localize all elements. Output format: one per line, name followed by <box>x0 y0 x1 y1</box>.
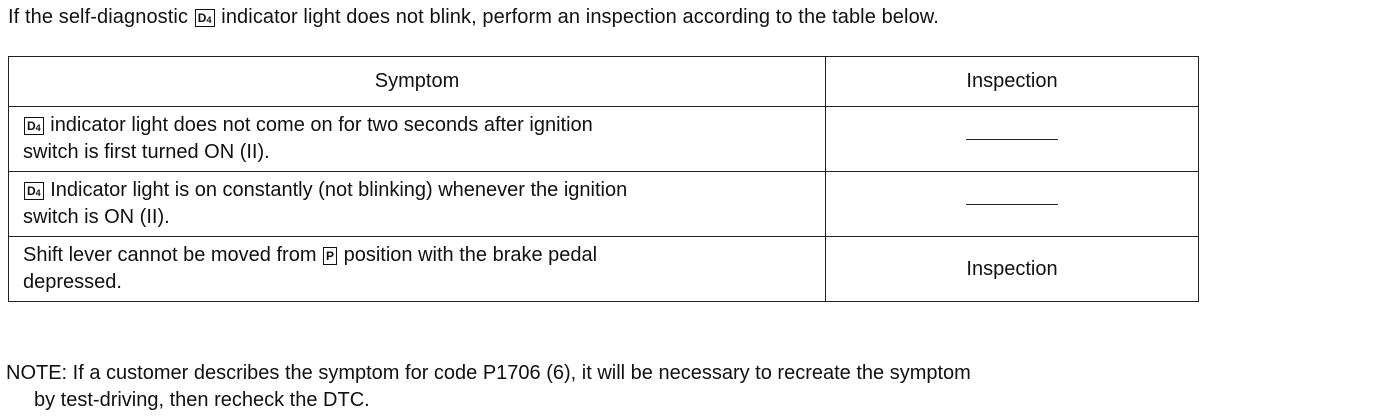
intro-text: If the self-diagnostic D4 indicator ligh… <box>8 6 939 29</box>
inspection-cell <box>825 171 1199 237</box>
d4-indicator-icon: D4 <box>24 182 44 200</box>
symptom-cell: D4 indicator light does not come on for … <box>8 106 826 172</box>
symptom-line1: indicator light does not come on for two… <box>44 114 593 136</box>
note-line1: NOTE: If a customer describes the sympto… <box>6 362 971 384</box>
symptom-line2: switch is first turned ON (II). <box>23 141 270 163</box>
empty-inspection-dash <box>966 138 1058 140</box>
empty-inspection-dash <box>966 203 1058 205</box>
park-position-icon: P <box>323 247 338 265</box>
inspection-cell <box>825 106 1199 172</box>
d4-indicator-icon: D4 <box>194 9 215 27</box>
symptom-line1: Indicator light is on constantly (not bl… <box>44 179 628 201</box>
symptom-cell: Shift lever cannot be moved from P posit… <box>8 236 826 302</box>
intro-after: indicator light does not blink, perform … <box>215 6 939 28</box>
symptom-header: Symptom <box>8 56 826 107</box>
symptom-cell: D4 Indicator light is on constantly (not… <box>8 171 826 237</box>
inspection-cell: Inspection <box>825 236 1199 302</box>
note-line2: by test-driving, then recheck the DTC. <box>34 389 370 411</box>
troubleshooting-table: Symptom Inspection D4 indicator light do… <box>8 56 1199 302</box>
symptom-line1: position with the brake pedal <box>338 244 598 266</box>
symptom-line2: depressed. <box>23 271 122 293</box>
table-row: D4 indicator light does not come on for … <box>8 106 1199 172</box>
note-text: NOTE: If a customer describes the sympto… <box>6 360 971 414</box>
table-row: Shift lever cannot be moved from P posit… <box>8 236 1199 302</box>
table-row: D4 Indicator light is on constantly (not… <box>8 171 1199 237</box>
d4-indicator-icon: D4 <box>24 117 44 135</box>
symptom-pre: Shift lever cannot be moved from <box>23 244 323 266</box>
table-header-row: Symptom Inspection <box>8 56 1199 107</box>
inspection-header: Inspection <box>825 56 1199 107</box>
intro-before: If the self-diagnostic <box>8 6 194 28</box>
symptom-line2: switch is ON (II). <box>23 206 170 228</box>
